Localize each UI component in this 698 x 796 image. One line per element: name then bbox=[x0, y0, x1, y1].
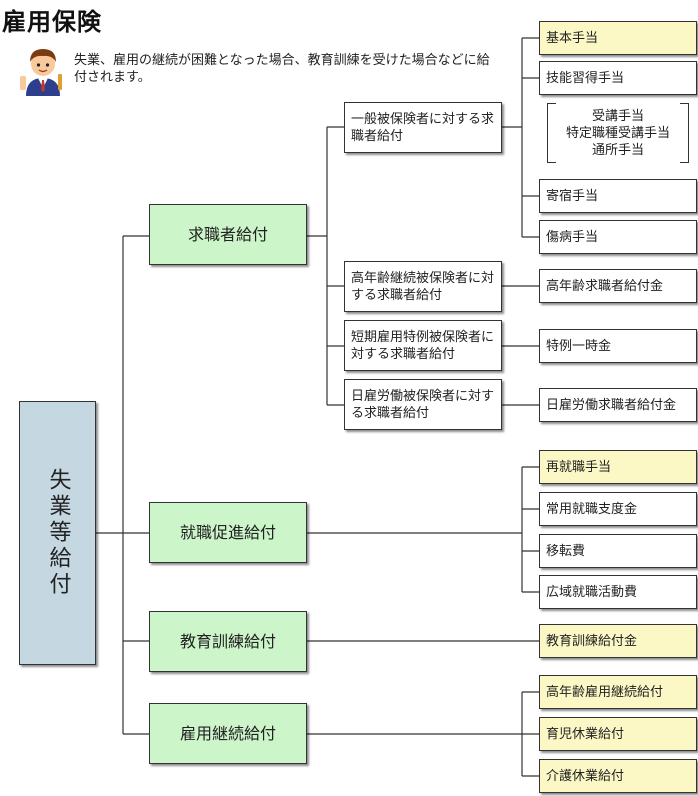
bracket-item: 特定職種受講手当 bbox=[565, 125, 670, 141]
leaf-joyo: 常用就職支度金 bbox=[539, 492, 697, 526]
teacher-avatar-icon bbox=[20, 49, 62, 96]
leaf-label: 再就職手当 bbox=[546, 459, 612, 475]
leaf-label: 高年齢雇用継続給付 bbox=[546, 684, 664, 700]
leaf-saishushoku: 再就職手当 bbox=[539, 450, 697, 484]
leaf-kyoiku-kin: 教育訓練給付金 bbox=[539, 624, 697, 658]
category-kyoiku: 教育訓練給付 bbox=[149, 611, 307, 672]
root-label: 失業等給付 bbox=[45, 468, 71, 598]
leaf-label: 特例一時金 bbox=[546, 338, 612, 354]
leaf-tokurei: 特例一時金 bbox=[539, 329, 697, 363]
bracket-item: 受講手当 bbox=[591, 108, 644, 124]
sub-label: 高年齢継続被保険者に対する求職者給付 bbox=[351, 270, 495, 303]
sub-label: 短期雇用特例被保険者に対する求職者給付 bbox=[351, 329, 495, 362]
leaf-label: 育児休業給付 bbox=[546, 726, 625, 742]
category-label: 雇用継続給付 bbox=[179, 724, 276, 743]
leaf-label: 日雇労働求職者給付金 bbox=[546, 397, 677, 413]
leaf-label: 技能習得手当 bbox=[546, 70, 625, 86]
leaf-hiyatoi-kin: 日雇労働求職者給付金 bbox=[539, 388, 697, 422]
page-title: 雇用保険 bbox=[2, 8, 102, 36]
leaf-kihon: 基本手当 bbox=[539, 21, 697, 55]
bracket-item: 通所手当 bbox=[591, 142, 644, 158]
leaf-shobyo: 傷病手当 bbox=[539, 220, 697, 254]
leaf-gino: 技能習得手当 bbox=[539, 61, 697, 95]
leaf-konenrei-keizoku: 高年齢雇用継続給付 bbox=[539, 675, 697, 709]
category-label: 求職者給付 bbox=[187, 225, 268, 244]
category-keizoku: 雇用継続給付 bbox=[149, 703, 307, 764]
leaf-label: 教育訓練給付金 bbox=[546, 633, 638, 649]
leaf-label: 広域就職活動費 bbox=[546, 584, 638, 600]
leaf-konenrei-kin: 高年齢求職者給付金 bbox=[539, 269, 697, 303]
category-label: 就職促進給付 bbox=[179, 523, 276, 542]
leaf-kishuku: 寄宿手当 bbox=[539, 179, 697, 213]
leaf-koiki: 広域就職活動費 bbox=[539, 575, 697, 609]
sub-label: 一般被保険者に対する求職者給付 bbox=[351, 111, 495, 144]
category-kyushoku: 求職者給付 bbox=[149, 204, 307, 265]
leaf-label: 寄宿手当 bbox=[546, 188, 599, 204]
leaf-iten: 移転費 bbox=[539, 534, 697, 568]
allowance-bracket-group: 受講手当 特定職種受講手当 通所手当 bbox=[547, 103, 689, 163]
leaf-kaigo: 介護休業給付 bbox=[539, 759, 697, 793]
leaf-label: 移転費 bbox=[546, 543, 586, 559]
leaf-label: 傷病手当 bbox=[546, 229, 599, 245]
sub-ippan: 一般被保険者に対する求職者給付 bbox=[344, 102, 502, 153]
sub-label: 日雇労働被保険者に対する求職者給付 bbox=[351, 388, 495, 421]
sub-hiyatoi: 日雇労働被保険者に対する求職者給付 bbox=[344, 379, 502, 430]
sub-konenrei: 高年齢継続被保険者に対する求職者給付 bbox=[344, 261, 502, 312]
leaf-label: 基本手当 bbox=[546, 30, 599, 46]
leaf-label: 介護休業給付 bbox=[546, 768, 625, 784]
leaf-label: 常用就職支度金 bbox=[546, 501, 638, 517]
leaf-label: 高年齢求職者給付金 bbox=[546, 278, 664, 294]
description-text: 失業、雇用の継続が困難となった場合、教育訓練を受けた場合などに給付されます。 bbox=[74, 53, 490, 85]
root-node: 失業等給付 bbox=[19, 401, 96, 665]
category-label: 教育訓練給付 bbox=[179, 632, 276, 651]
sub-tanki: 短期雇用特例被保険者に対する求職者給付 bbox=[344, 320, 502, 371]
leaf-ikuji: 育児休業給付 bbox=[539, 717, 697, 751]
category-shushoku: 就職促進給付 bbox=[149, 502, 307, 563]
